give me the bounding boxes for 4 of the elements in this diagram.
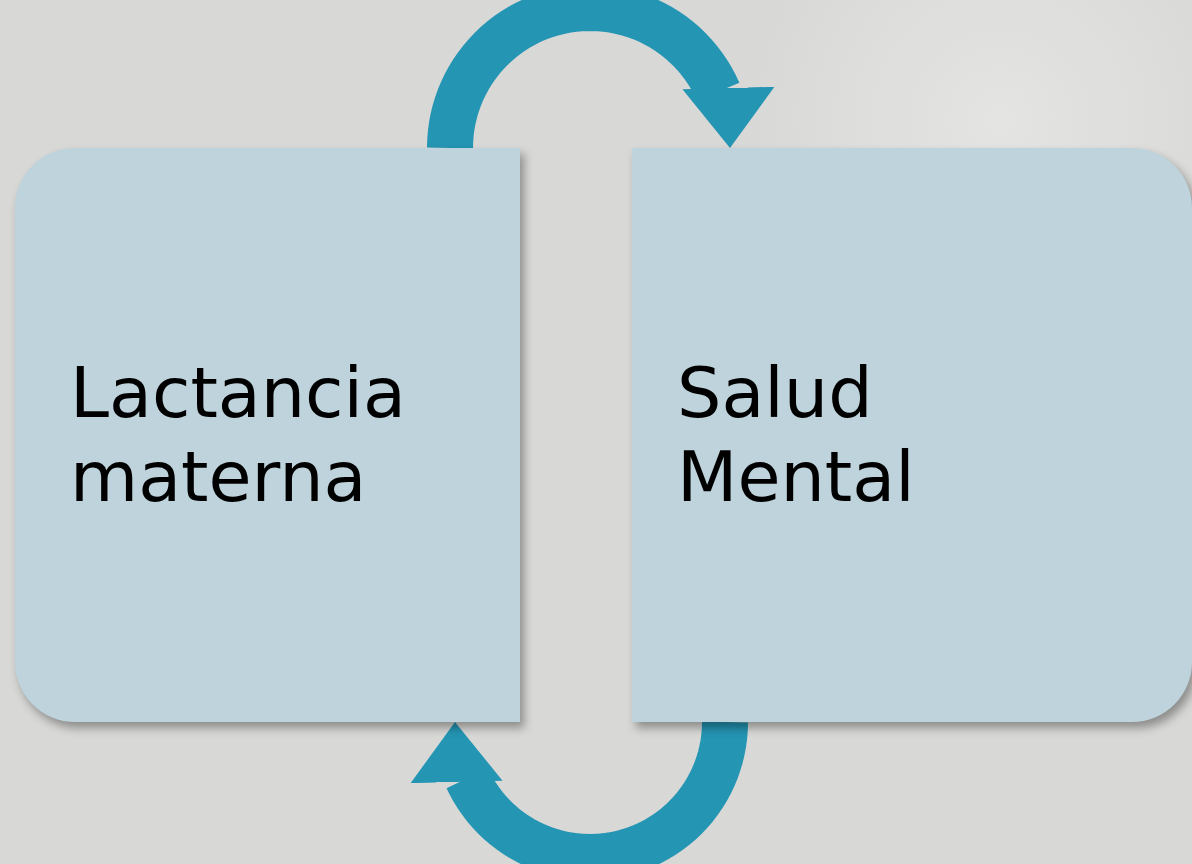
rounded-box [15,148,520,722]
box-label: Salud Mental [677,351,916,519]
rounded-box [632,148,1192,722]
box-label: Lactancia materna [70,351,407,519]
